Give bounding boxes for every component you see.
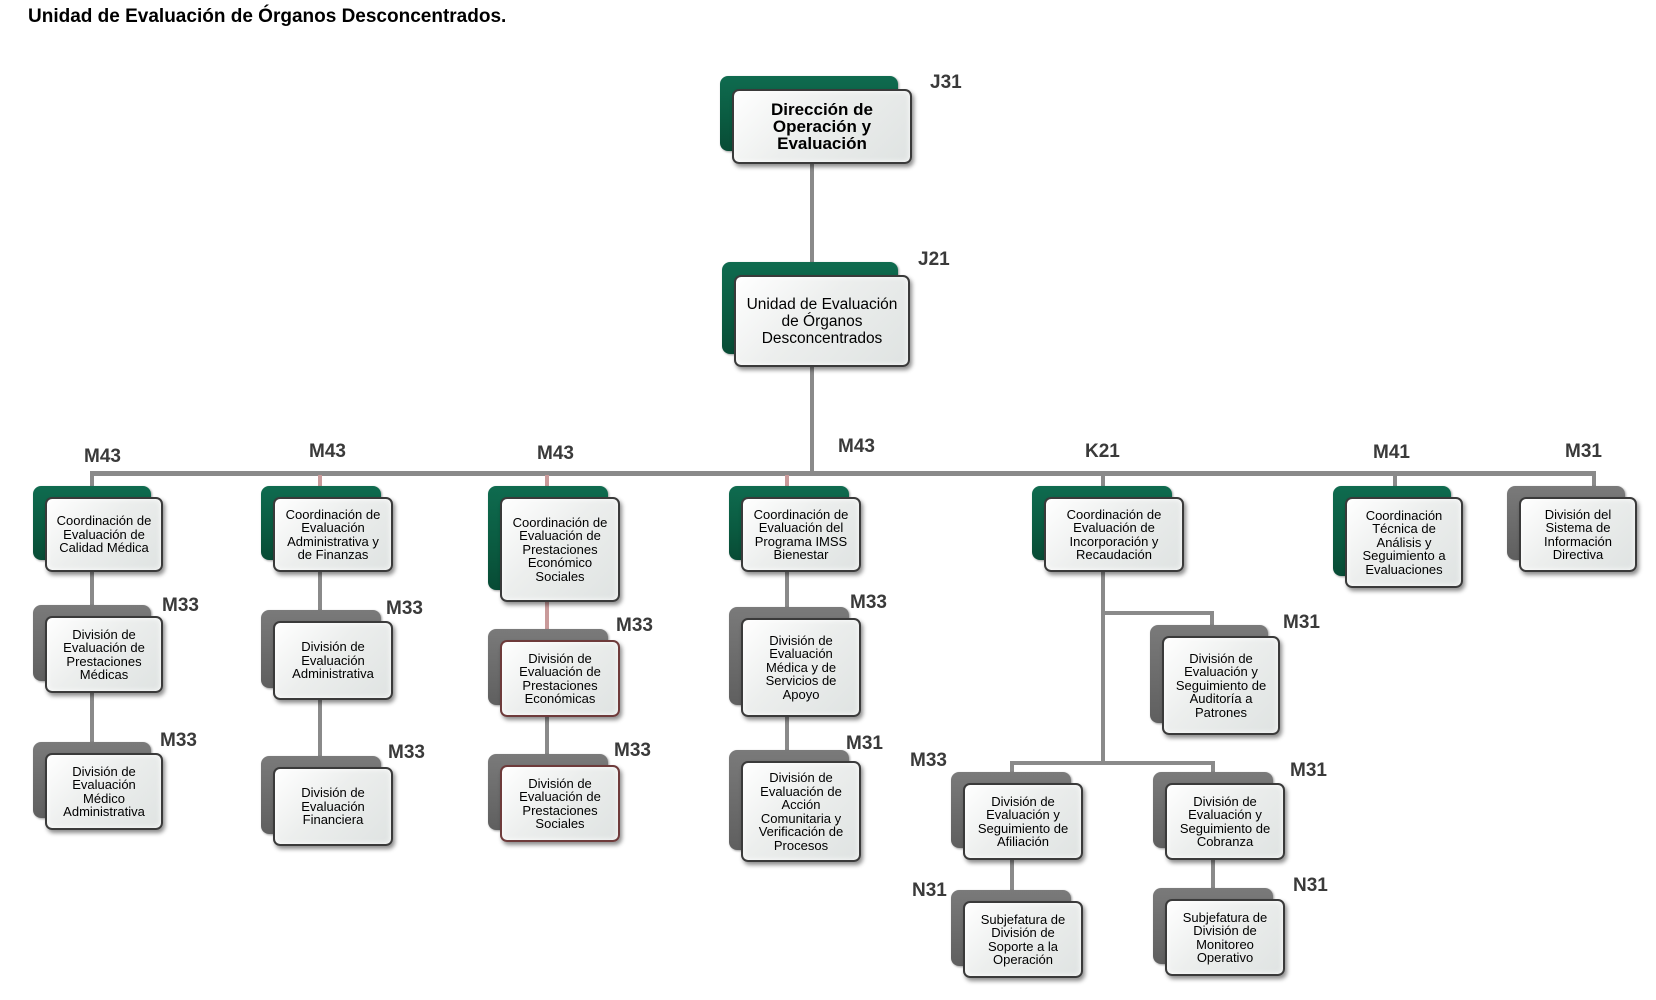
node-label: División de Evaluación Financiera: [273, 767, 393, 846]
org-node-subj-soporte[interactable]: Subjefatura de División de Soporte a la …: [951, 890, 1083, 978]
org-node-div-medica-apoyo[interactable]: División de Evaluación Médica y de Servi…: [729, 607, 861, 717]
node-label: División de Evaluación de Prestaciones E…: [500, 640, 620, 717]
org-node-div-auditoria[interactable]: División de Evaluación y Seguimiento de …: [1150, 625, 1280, 735]
org-node-div-afiliacion[interactable]: División de Evaluación y Seguimiento de …: [951, 772, 1083, 860]
node-label: División de Evaluación y Seguimiento de …: [963, 783, 1083, 860]
org-node-div-prest-econ[interactable]: División de Evaluación de Prestaciones E…: [488, 629, 620, 717]
node-code: M31: [1283, 612, 1320, 633]
org-node-coord-incorp[interactable]: Coordinación de Evaluación de Incorporac…: [1032, 486, 1184, 572]
node-label: Subjefatura de División de Soporte a la …: [963, 901, 1083, 978]
node-code: M31: [1565, 441, 1602, 462]
org-node-div-prest-medicas[interactable]: División de Evaluación de Prestaciones M…: [33, 605, 163, 693]
org-node-coord-tecnica[interactable]: Coordinación Técnica de Análisis y Segui…: [1333, 486, 1463, 588]
org-node-direccion[interactable]: Dirección de Operación y Evaluación: [720, 76, 912, 164]
node-label: División de Evaluación Médico Administra…: [45, 753, 163, 830]
connector: [785, 715, 789, 755]
node-label: Dirección de Operación y Evaluación: [732, 89, 912, 164]
node-code: M43: [84, 446, 121, 467]
node-label: Coordinación de Evaluación Administrativ…: [273, 497, 393, 572]
node-code: M33: [386, 598, 423, 619]
connector: [90, 570, 94, 630]
node-code: M41: [1373, 442, 1410, 463]
org-node-div-financiera[interactable]: División de Evaluación Financiera: [261, 756, 393, 846]
connector: [1210, 611, 1214, 631]
connector: [1010, 855, 1014, 895]
connector: [810, 365, 814, 475]
node-code: M33: [850, 592, 887, 613]
org-node-subj-monitoreo[interactable]: Subjefatura de División de Monitoreo Ope…: [1153, 888, 1285, 976]
connector: [90, 471, 1595, 476]
node-code: M43: [537, 443, 574, 464]
node-label: Unidad de Evaluación de Órganos Desconce…: [734, 275, 910, 367]
org-node-div-cobranza[interactable]: División de Evaluación y Seguimiento de …: [1153, 772, 1285, 860]
node-code: J21: [918, 249, 950, 270]
node-code: M33: [910, 750, 947, 771]
node-code: M43: [838, 436, 875, 457]
connector: [1211, 761, 1215, 781]
connector: [1211, 855, 1215, 895]
node-label: División de Evaluación Médica y de Servi…: [741, 618, 861, 717]
org-node-coord-prest-econ[interactable]: Coordinación de Evaluación de Prestacion…: [488, 486, 620, 602]
org-node-div-medico-admin[interactable]: División de Evaluación Médico Administra…: [33, 742, 163, 830]
connector: [545, 715, 549, 770]
node-code: M33: [162, 595, 199, 616]
connector: [785, 570, 789, 610]
node-label: Coordinación de Evaluación de Incorporac…: [1044, 497, 1184, 572]
node-code: M43: [309, 441, 346, 462]
node-label: División del Sistema de Información Dire…: [1519, 497, 1637, 572]
org-node-coord-admin[interactable]: Coordinación de Evaluación Administrativ…: [261, 486, 393, 572]
connector: [90, 690, 94, 750]
org-node-div-accion-com[interactable]: División de Evaluación de Acción Comunit…: [729, 750, 861, 862]
connector: [1010, 761, 1014, 781]
node-code: N31: [1293, 875, 1328, 896]
org-node-div-admin[interactable]: División de Evaluación Administrativa: [261, 610, 393, 700]
connector: [1010, 761, 1215, 765]
node-label: División de Evaluación de Acción Comunit…: [741, 761, 861, 862]
node-label: Subjefatura de División de Monitoreo Ope…: [1165, 899, 1285, 976]
page-title: Unidad de Evaluación de Órganos Desconce…: [28, 6, 507, 27]
node-code: M31: [846, 733, 883, 754]
org-node-unidad[interactable]: Unidad de Evaluación de Órganos Desconce…: [722, 262, 910, 367]
node-label: Coordinación de Evaluación de Calidad Mé…: [45, 497, 163, 572]
connector: [1592, 471, 1596, 499]
org-node-div-prest-soc[interactable]: División de Evaluación de Prestaciones S…: [488, 754, 620, 842]
node-code: M31: [1290, 760, 1327, 781]
connector: [810, 160, 814, 265]
connector: [1101, 611, 1214, 615]
connector: [90, 471, 94, 499]
connector: [1101, 570, 1105, 765]
node-code: M33: [388, 742, 425, 763]
node-label: División de Evaluación de Prestaciones S…: [500, 765, 620, 842]
node-label: Coordinación de Evaluación del Programa …: [741, 497, 861, 572]
node-label: División de Evaluación de Prestaciones M…: [45, 616, 163, 693]
node-code: K21: [1085, 441, 1120, 462]
org-node-div-sistema[interactable]: División del Sistema de Información Dire…: [1507, 486, 1637, 572]
node-label: División de Evaluación Administrativa: [273, 621, 393, 700]
node-label: Coordinación de Evaluación de Prestacion…: [500, 497, 620, 602]
org-node-coord-bienestar[interactable]: Coordinación de Evaluación del Programa …: [729, 486, 861, 572]
node-label: División de Evaluación y Seguimiento de …: [1165, 783, 1285, 860]
node-label: División de Evaluación y Seguimiento de …: [1162, 636, 1280, 735]
node-code: M33: [160, 730, 197, 751]
connector: [318, 700, 322, 765]
connector: [545, 600, 549, 635]
node-code: J31: [930, 72, 962, 93]
node-code: M33: [616, 615, 653, 636]
node-code: N31: [912, 880, 947, 901]
node-code: M33: [614, 740, 651, 761]
connector: [318, 570, 322, 630]
org-node-coord-calidad[interactable]: Coordinación de Evaluación de Calidad Mé…: [33, 486, 163, 572]
node-label: Coordinación Técnica de Análisis y Segui…: [1345, 497, 1463, 588]
